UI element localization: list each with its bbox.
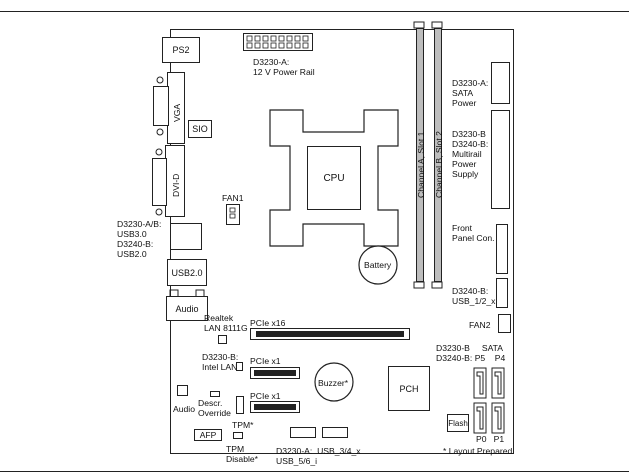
power-rail-label: D3230-A: 12 V Power Rail — [253, 57, 315, 77]
tpm-header — [236, 396, 244, 414]
power-rail-connector — [243, 33, 313, 51]
intel-lan-label: D3230-B: Intel LAN — [202, 352, 239, 372]
fan1-header — [226, 204, 240, 225]
usb2-label: USB2.0 — [171, 267, 203, 278]
sio-label: SIO — [192, 124, 208, 134]
fan2-header — [498, 314, 511, 333]
flash-chip: Flash — [447, 414, 469, 432]
dimm-slot-b — [434, 28, 442, 282]
multirail-connector — [491, 110, 510, 209]
flash-label: Flash — [448, 418, 468, 428]
pcie1a-label: PCIe x1 — [250, 356, 281, 366]
ps2-label: PS2 — [172, 45, 190, 55]
usb3-label: D3230-A/B: USB3.0 D3240-B: USB2.0 — [117, 219, 162, 259]
usb3-port — [170, 223, 202, 250]
bottom-rule — [0, 471, 629, 472]
dimm-slot-a — [416, 28, 424, 282]
fan1-label: FAN1 — [222, 193, 244, 203]
layout-prepared-note: * Layout Prepared — [443, 446, 513, 456]
buzzer-label: Buzzer* — [318, 378, 349, 388]
battery-label: Battery — [364, 260, 392, 270]
cpu-socket-outline — [269, 109, 399, 247]
sata-power-connector — [491, 62, 510, 104]
ps2-port: PS2 — [162, 37, 200, 63]
audio-header-label: Audio — [173, 404, 195, 414]
usb34-header — [290, 427, 316, 438]
tpm-disable-label: TPM Disable* — [226, 444, 259, 464]
realtek-label: Realtek LAN 8111G — [204, 313, 248, 333]
audio-header — [177, 385, 188, 396]
sata-ports-label: P0 P1 — [476, 434, 505, 444]
dvid-connector — [152, 158, 167, 206]
sata-header-label: D3230-B SATA D3240-B: P5 P4 — [436, 343, 506, 363]
tpm-disable-jumper — [233, 432, 243, 439]
afp-header: AFP — [194, 429, 222, 441]
descr-override-jumper — [210, 391, 220, 397]
sio-chip: SIO — [188, 120, 212, 138]
battery — [358, 245, 398, 285]
fan2-label: FAN2 — [469, 320, 491, 330]
channel-a-label: Channel A, Slot 1 — [416, 131, 426, 198]
vga-connector — [153, 86, 169, 126]
audio-port: Audio — [166, 296, 208, 321]
cpu-label: CPU — [323, 172, 345, 184]
realtek-chip — [218, 335, 227, 344]
pcie1b-label: PCIe x1 — [250, 391, 281, 401]
usb12-header — [496, 278, 508, 308]
pcie-x1-slot-a-key — [254, 370, 296, 376]
afp-label: AFP — [199, 430, 217, 440]
tpm-label: TPM* — [232, 420, 254, 430]
usb2-port: USB2.0 — [167, 259, 207, 286]
usb12-label: D3240-B: USB_1/2_x — [452, 286, 496, 306]
pcie-x1-slot-b-key — [254, 404, 296, 410]
top-rule — [0, 11, 629, 12]
front-panel-label: Front Panel Con. — [452, 223, 495, 243]
multirail-label: D3230-B D3240-B: Multirail Power Supply — [452, 129, 489, 179]
cpu-chip: CPU — [307, 146, 361, 210]
pch-label: PCH — [399, 383, 419, 394]
intel-lan-chip — [236, 362, 243, 371]
audio-port-label: Audio — [175, 303, 199, 314]
pcie16-label: PCIe x16 — [250, 318, 286, 328]
front-panel-connector — [496, 224, 508, 274]
pcie-x16-slot-key — [256, 331, 404, 337]
pch-chip: PCH — [388, 366, 430, 411]
sata-power-label: D3230-A: SATA Power — [452, 78, 489, 108]
buzzer — [314, 362, 354, 402]
descr-override-label: Descr. Override — [198, 398, 231, 418]
usb56-header — [322, 427, 348, 438]
usb56-label: D3230-A: USB_3/4_x USB_5/6_i — [276, 446, 361, 466]
channel-b-label: Channel B, Slot 2 — [434, 131, 444, 198]
